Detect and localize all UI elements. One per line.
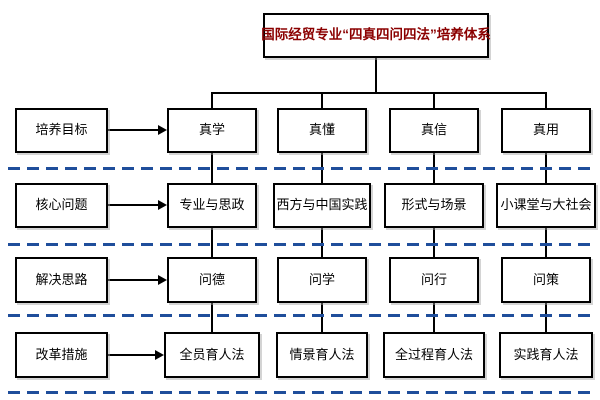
divider-dashed-4 [8,391,593,394]
node-true-understand: 真懂 [277,108,367,153]
node-ask-action: 问行 [389,257,479,303]
node-true-believe: 真信 [389,108,479,153]
row-label-reform-measures: 改革措施 [15,332,108,378]
arrow-line-row4 [108,354,157,356]
arrow-line-row2 [108,204,160,206]
node-west-china-practice: 西方与中国实践 [273,183,371,228]
node-true-learn: 真学 [167,108,257,153]
row-label-solutions: 解决思路 [15,257,108,303]
connector-col4-r3r4 [545,303,547,332]
connector-col1-r3r4 [211,303,213,332]
connector-stub-col3 [433,92,435,108]
node-true-use: 真用 [501,108,591,153]
arrow-line-row1 [108,129,160,131]
diagram-title-box: 国际经贸专业“四真四问四法”培养体系 [261,13,491,58]
node-ask-virtue: 问德 [167,257,257,303]
connector-col1-r2r3 [211,228,213,257]
divider-dashed-2 [8,243,593,246]
node-major-and-ideology: 专业与思政 [167,183,257,228]
arrowhead-row3 [158,275,167,285]
connector-col3-r3r4 [433,303,435,332]
divider-dashed-3 [8,314,593,317]
connector-stub-col4 [545,92,547,108]
arrowhead-row1 [158,125,167,135]
connector-col4-r2r3 [545,228,547,257]
node-small-class-big-society: 小课堂与大社会 [496,183,596,228]
connector-stub-col1 [211,92,213,108]
divider-dashed-1 [8,167,593,170]
row-label-core-issues: 核心问题 [15,183,108,228]
node-ask-strategy: 问策 [501,257,591,303]
connector-top-rail [211,92,547,94]
node-form-and-scene: 形式与场景 [384,183,484,228]
node-ask-learning: 问学 [277,257,367,303]
arrowhead-row4 [155,350,164,360]
connector-col3-r2r3 [433,228,435,257]
arrowhead-row2 [158,200,167,210]
arrow-line-row3 [108,279,160,281]
row-label-goals: 培养目标 [15,108,108,153]
node-whole-process-education: 全过程育人法 [383,332,485,378]
connector-col2-r2r3 [321,228,323,257]
connector-stub-col2 [321,92,323,108]
connector-title-stem [375,58,377,93]
node-all-staff-education: 全员育人法 [164,332,260,378]
node-scenario-education: 情景育人法 [276,332,368,378]
connector-col2-r3r4 [321,303,323,332]
node-practice-education: 实践育人法 [499,332,593,378]
